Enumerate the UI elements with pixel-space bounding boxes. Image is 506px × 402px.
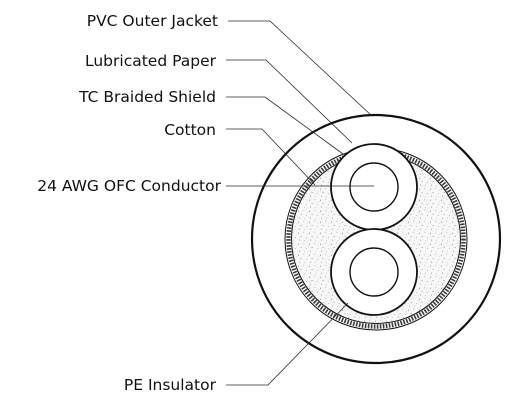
lower-conductor-pair bbox=[330, 228, 418, 316]
upper-conductor bbox=[349, 162, 399, 212]
upper-conductor-pair bbox=[330, 143, 418, 231]
leader-pe-insulator bbox=[226, 302, 349, 386]
leader-pvc-outer-jacket bbox=[228, 20, 373, 117]
pvc-outer-jacket-ring bbox=[250, 113, 502, 365]
lower-conductor bbox=[349, 247, 399, 297]
leader-tc-braided-shield bbox=[226, 96, 344, 155]
label-cotton: Cotton bbox=[164, 121, 216, 139]
cable-cross-section bbox=[250, 113, 502, 365]
leader-lubricated-paper bbox=[226, 59, 353, 144]
label-pe-insulator: PE Insulator bbox=[124, 376, 217, 394]
labels: PVC Outer Jacket Lubricated Paper TC Bra… bbox=[37, 12, 221, 394]
label-conductor: 24 AWG OFC Conductor bbox=[37, 177, 221, 195]
label-tc-braided-shield: TC Braided Shield bbox=[78, 88, 216, 106]
label-lubricated-paper: Lubricated Paper bbox=[85, 52, 217, 70]
leader-cotton bbox=[226, 128, 316, 186]
label-pvc-outer-jacket: PVC Outer Jacket bbox=[87, 12, 218, 30]
leader-lines bbox=[226, 20, 374, 386]
